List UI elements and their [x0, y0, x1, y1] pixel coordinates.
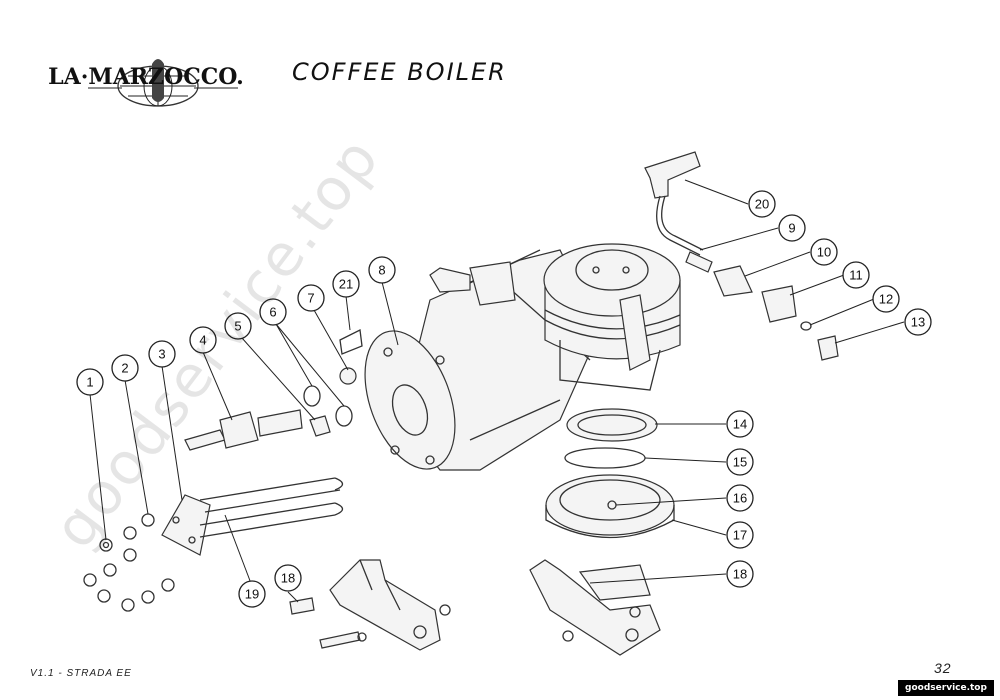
- heating-element: [161, 477, 344, 556]
- callout-8: 8: [368, 256, 396, 284]
- svg-text:18: 18: [733, 567, 747, 582]
- callout-2: 2: [111, 354, 139, 382]
- footer-model: V1.1 - STRADA EE: [30, 668, 132, 679]
- svg-text:20: 20: [755, 197, 769, 212]
- callout-18-left: 18: [274, 564, 302, 592]
- svg-text:15: 15: [733, 455, 747, 470]
- callout-17: 17: [726, 521, 754, 549]
- callout-11: 11: [842, 261, 870, 289]
- callout-19: 19: [238, 580, 266, 608]
- part-17-base-plate: [545, 474, 675, 539]
- callout-18-right: 18: [726, 560, 754, 588]
- svg-text:12: 12: [879, 292, 893, 307]
- svg-text:8: 8: [378, 263, 385, 278]
- group-head: [543, 243, 681, 391]
- part-21-clip: [339, 329, 363, 355]
- svg-text:9: 9: [788, 221, 795, 236]
- page-title: COFFEE BOILER: [292, 58, 507, 86]
- svg-text:21: 21: [339, 277, 353, 292]
- part-2-nuts: [123, 513, 175, 604]
- callout-1: 1: [76, 368, 104, 396]
- callout-9: 9: [778, 214, 806, 242]
- callout-12: 12: [872, 285, 900, 313]
- part-7-fitting: [339, 367, 357, 385]
- svg-text:10: 10: [817, 245, 831, 260]
- callout-20: 20: [748, 190, 776, 218]
- page-number: 32: [934, 660, 952, 676]
- site-label: goodservice.top: [898, 680, 994, 696]
- callout-10: 10: [810, 238, 838, 266]
- svg-text:17: 17: [733, 528, 747, 543]
- callout-7: 7: [297, 284, 325, 312]
- leader-lines: [89, 179, 905, 603]
- svg-text:5: 5: [234, 319, 241, 334]
- brand-name: LA·MARZOCCO.: [48, 64, 244, 90]
- svg-text:14: 14: [733, 417, 747, 432]
- part-20-tee-and-pipe: [644, 151, 713, 273]
- part-15-gasket: [564, 447, 646, 469]
- boiler-block: [469, 261, 516, 306]
- svg-text:18: 18: [281, 571, 295, 586]
- part-11-valve: [761, 285, 797, 323]
- part-10-fitting: [713, 265, 753, 297]
- callout-4: 4: [189, 326, 217, 354]
- callout-6: 6: [259, 298, 287, 326]
- svg-text:4: 4: [199, 333, 206, 348]
- svg-text:1: 1: [86, 375, 93, 390]
- svg-text:6: 6: [269, 305, 276, 320]
- la-marzocco-logo: LA·MARZOCCO.: [48, 59, 244, 107]
- part-4-fitting: [184, 409, 303, 451]
- part-5-plug: [309, 415, 331, 437]
- callout-5: 5: [224, 312, 252, 340]
- svg-text:3: 3: [158, 347, 165, 362]
- callout-3: 3: [148, 340, 176, 368]
- left-bracket: [289, 559, 451, 651]
- boiler-inlet-fitting: [429, 267, 471, 293]
- svg-text:16: 16: [733, 491, 747, 506]
- part-14-ring: [566, 408, 658, 442]
- callout-14: 14: [726, 410, 754, 438]
- part-12-washer: [800, 321, 812, 331]
- svg-text:19: 19: [245, 587, 259, 602]
- right-bracket: [529, 559, 661, 656]
- part-13-cap: [817, 335, 839, 361]
- callout-16: 16: [726, 484, 754, 512]
- callout-13: 13: [904, 308, 932, 336]
- part-6-seal-b: [335, 405, 353, 427]
- callout-15: 15: [726, 448, 754, 476]
- svg-text:13: 13: [911, 315, 925, 330]
- svg-text:2: 2: [121, 361, 128, 376]
- part-6-seal-a: [303, 385, 321, 407]
- callout-21: 21: [332, 270, 360, 298]
- svg-text:7: 7: [307, 291, 314, 306]
- svg-text:11: 11: [849, 268, 863, 283]
